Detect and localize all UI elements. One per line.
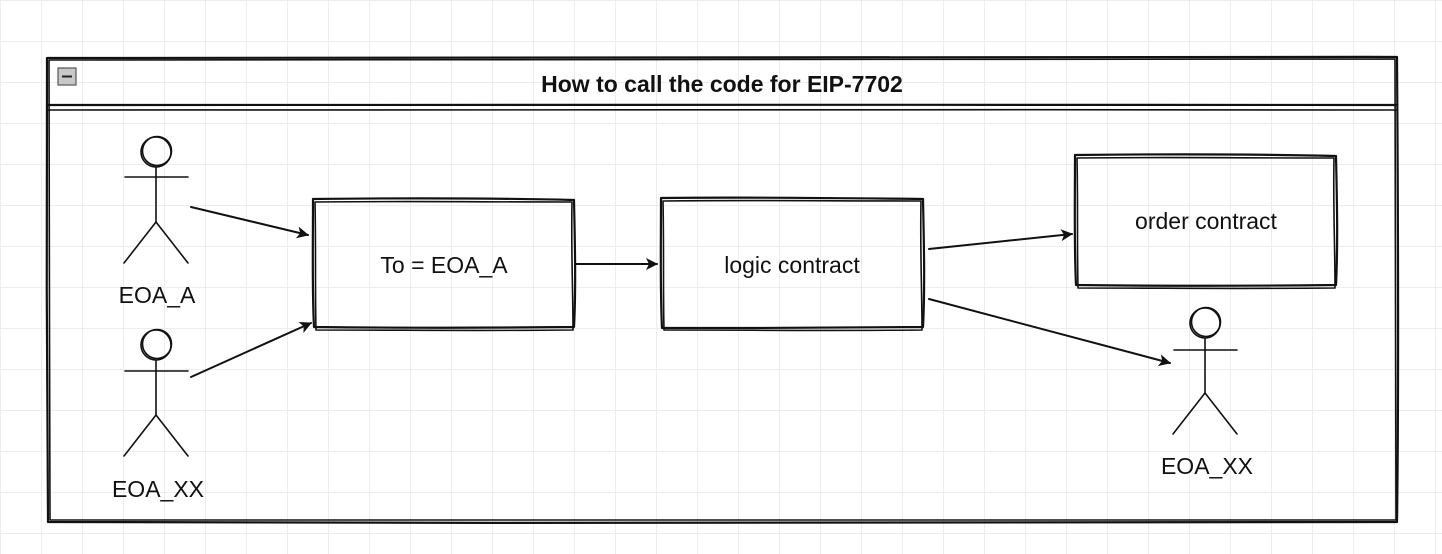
box-to-eoa-a-label: To = EOA_A xyxy=(380,252,508,278)
stick-figure-icon xyxy=(123,135,189,264)
actor-eoa-a[interactable]: EOA_A xyxy=(119,135,196,309)
arrow-logic-to-order xyxy=(928,229,1073,250)
box-logic-contract-label: logic contract xyxy=(724,252,860,278)
actor-eoa-xx-right-label: EOA_XX xyxy=(1161,453,1253,479)
box-order-contract-label: order contract xyxy=(1135,208,1278,234)
actor-eoa-xx-left[interactable]: EOA_XX xyxy=(112,328,204,503)
arrow-eoa-a-to-box xyxy=(190,206,309,239)
arrow-logic-to-eoa-xx xyxy=(928,298,1171,366)
stick-figure-icon xyxy=(1172,306,1238,435)
box-to-eoa-a[interactable]: To = EOA_A xyxy=(311,197,577,332)
actor-eoa-a-label: EOA_A xyxy=(119,282,196,308)
stick-figure-icon xyxy=(123,328,189,457)
box-order-contract[interactable]: order contract xyxy=(1073,153,1339,290)
actor-eoa-xx-right[interactable]: EOA_XX xyxy=(1161,306,1253,480)
minus-square-icon[interactable] xyxy=(57,67,77,86)
arrow-eoa-xx-to-box xyxy=(190,322,312,378)
box-logic-contract[interactable]: logic contract xyxy=(659,196,926,332)
actor-eoa-xx-left-label: EOA_XX xyxy=(112,476,204,502)
container-title: How to call the code for EIP-7702 xyxy=(541,71,903,97)
